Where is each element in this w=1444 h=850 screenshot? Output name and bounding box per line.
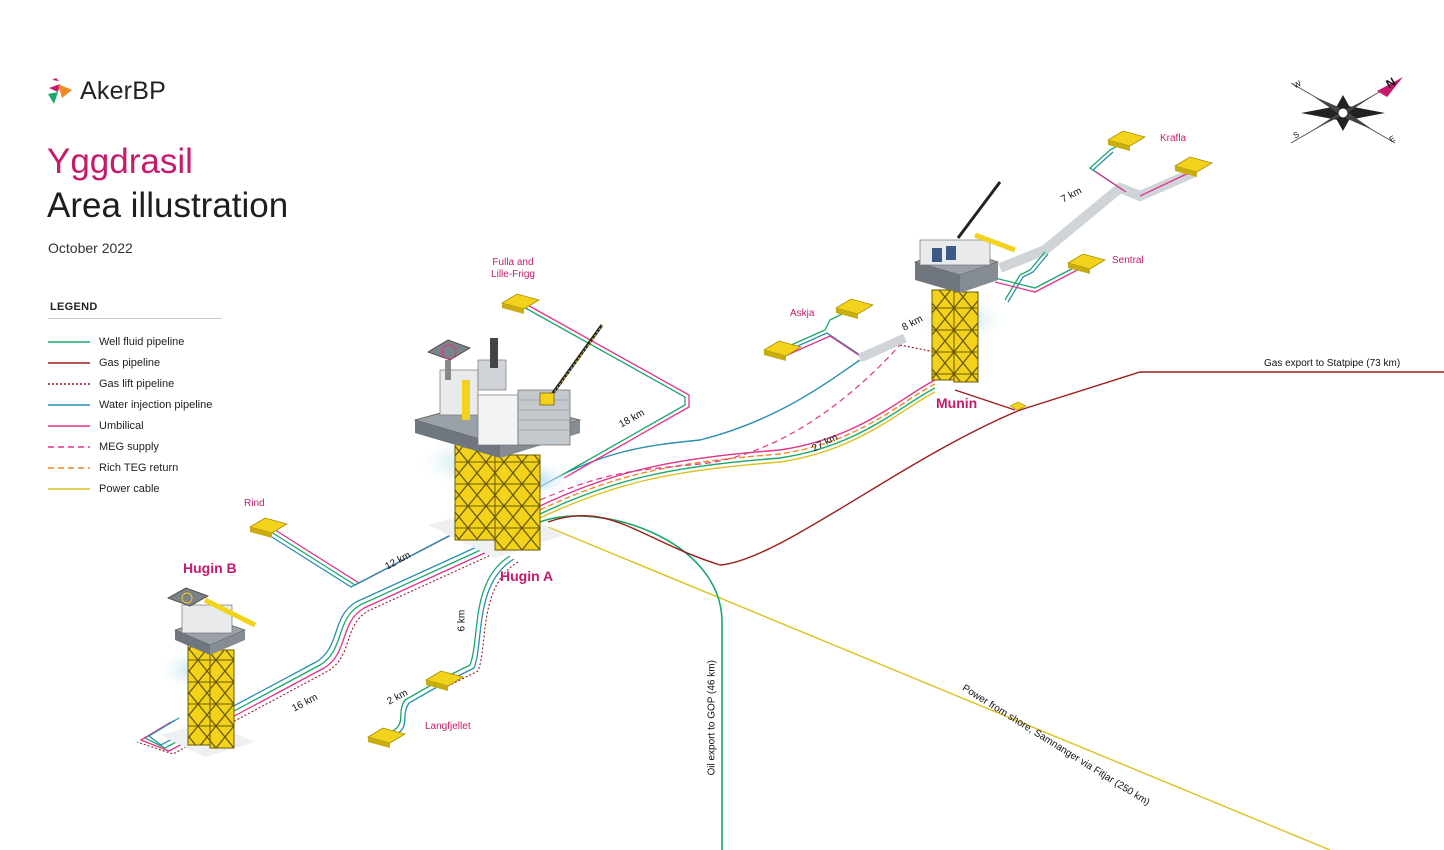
oil-export-pipeline (539, 515, 723, 850)
field-label-fulla: Fulla and Lille-Frigg (491, 257, 535, 280)
legend-swatch (48, 340, 90, 343)
template-fulla (500, 293, 541, 314)
legend-item: Gas pipeline (48, 352, 212, 373)
legend-label: Gas lift pipeline (99, 377, 175, 390)
legend-item: Well fluid pipeline (48, 331, 212, 352)
route-label-gas-export: Gas export to Statpipe (73 km) (1264, 358, 1401, 369)
legend-swatch (48, 487, 90, 490)
hugin-b-platform (155, 587, 257, 757)
langfjellet-line (384, 555, 519, 739)
legend-swatch (48, 361, 90, 364)
template-askja-2 (762, 340, 803, 361)
title-line-1: Yggdrasil (47, 142, 193, 181)
legend-swatch (48, 466, 90, 469)
platform-label-hugin-b: Hugin B (183, 560, 237, 576)
sentral-line (994, 261, 1086, 293)
field-label-sentral: Sentral (1112, 255, 1144, 266)
field-label-rind: Rind (244, 498, 265, 509)
template-rind (248, 517, 289, 538)
route-label-oil-export: Oil export to GOP (46 km) (706, 660, 718, 776)
legend-label: MEG supply (99, 440, 159, 453)
template-krafla-1 (1106, 130, 1147, 151)
legend-divider (48, 318, 222, 319)
legend-swatch (48, 424, 90, 427)
field-label-langfjellet: Langfjellet (425, 721, 471, 732)
akerbp-logo-icon (48, 78, 72, 104)
legend-label: Power cable (99, 482, 160, 495)
brand-logo: AkerBP (46, 76, 166, 106)
date-label: October 2022 (48, 240, 133, 256)
template-sentral (1066, 253, 1107, 274)
legend-item: Gas lift pipeline (48, 373, 212, 394)
power-cable-export (547, 526, 1331, 850)
legend-swatch (48, 403, 90, 406)
legend-title: LEGEND (50, 301, 98, 313)
legend-label: Rich TEG return (99, 461, 179, 474)
hugin-b-line (136, 544, 494, 755)
legend-swatch (48, 382, 90, 385)
legend-item: Rich TEG return (48, 457, 212, 478)
legend-label: Gas pipeline (99, 356, 161, 369)
legend-item: Power cable (48, 478, 212, 499)
field-label-krafla: Krafla (1160, 133, 1187, 144)
gas-export-pipeline (547, 371, 1444, 566)
brand-name: AkerBP (80, 76, 166, 105)
hugin-a-platform (413, 322, 605, 558)
legend-item: MEG supply (48, 436, 212, 457)
fulla-line (519, 302, 690, 479)
compass-rose (1290, 77, 1403, 144)
hugin-munin-bundle (534, 344, 936, 519)
rind-line (263, 522, 475, 588)
title-line-2: Area illustration (47, 186, 289, 225)
template-langfjellet-2 (366, 727, 407, 748)
legend-label: Water injection pipeline (99, 398, 213, 411)
legend-label: Well fluid pipeline (99, 335, 185, 348)
distance-langfjellet-6: 6 km (456, 609, 468, 632)
krafla-line (998, 141, 1197, 303)
platform-label-munin: Munin (936, 395, 978, 411)
munin-platform (910, 181, 1016, 383)
askja-line (779, 309, 907, 363)
field-label-askja: Askja (790, 308, 815, 319)
legend-swatch (48, 445, 90, 448)
legend-item: Umbilical (48, 415, 212, 436)
template-langfjellet-1 (424, 670, 465, 691)
legend-label: Umbilical (99, 419, 144, 432)
platform-label-hugin-a: Hugin A (500, 568, 554, 584)
legend-item: Water injection pipeline (48, 394, 212, 415)
template-krafla-2 (1173, 156, 1214, 177)
template-askja-1 (834, 298, 875, 319)
